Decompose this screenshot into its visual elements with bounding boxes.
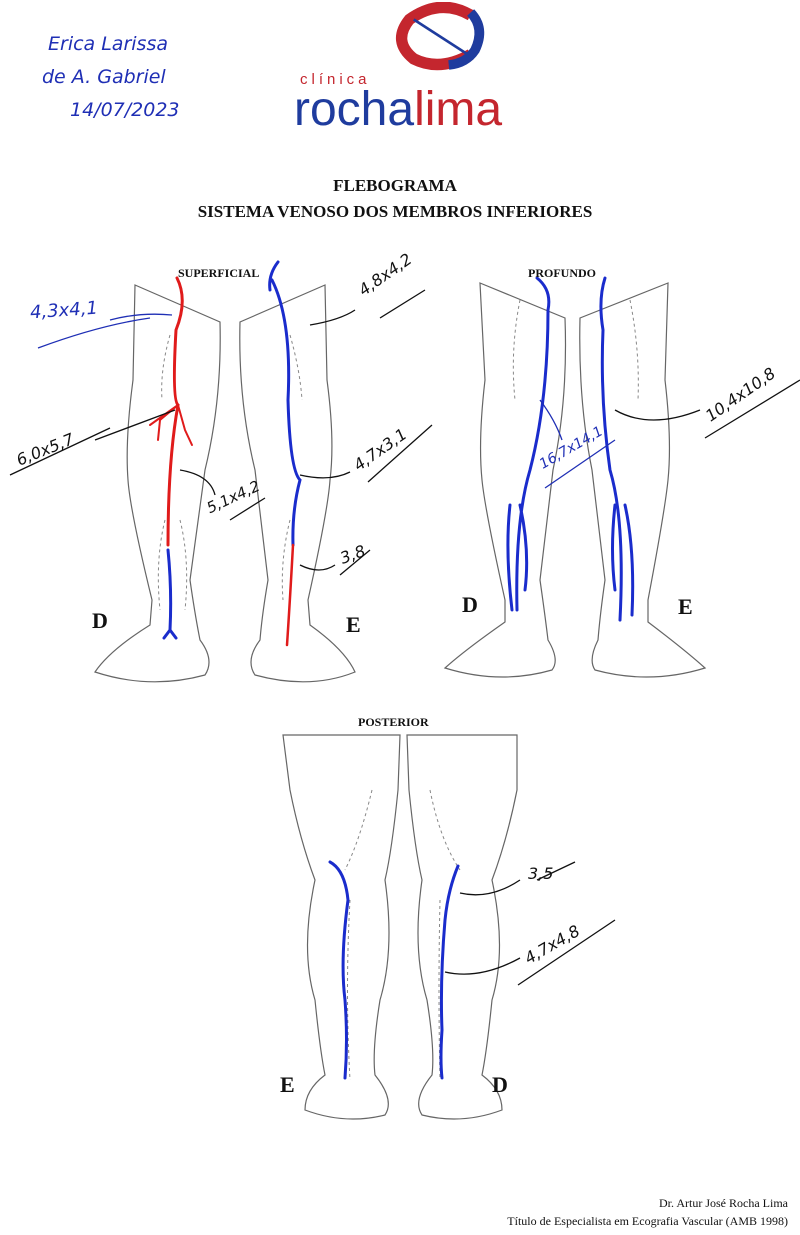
clinic-logo: clínica rochalima [290,0,560,135]
posterior-right-leg-outline [406,734,518,1120]
posterior-section-label: POSTERIOR [358,715,429,729]
measurement-label: 3,5 [528,864,554,883]
deep-section-label: PROFUNDO [528,266,596,280]
logo-brand: rochalima [294,86,502,134]
deep-right-veins [506,276,551,612]
doctor-credential: Título de Especialista em Ecografia Vasc… [507,1214,788,1228]
deep-right-leg-outline [443,282,567,678]
muscle-contour-lines [157,299,639,1081]
exam-date: 14/07/2023 [70,99,180,121]
deep-right-side-label: D [462,592,478,617]
posterior-right-ssv [439,864,460,1080]
patient-name-cont: de A. Gabriel [42,66,166,88]
doctor-name: Dr. Artur José Rocha Lima [659,1196,788,1210]
superficial-right-side-label: D [92,608,108,633]
document-subtitle: SISTEMA VENOSO DOS MEMBROS INFERIORES [197,202,593,221]
superficial-section-label: SUPERFICIAL [178,266,260,280]
superficial-left-side-label: E [346,612,361,637]
superficial-right-gsv-reflux [166,276,184,547]
handwritten-patient-note: Erica Larissa de A. Gabriel 14/07/2023 [40,28,180,127]
deep-left-side-label: E [678,594,693,619]
posterior-left-leg-outline [282,734,401,1120]
logo-brand-rocha: rocha [294,83,415,136]
superficial-left-leg-outline [239,284,356,683]
leg-outlines [94,282,707,1120]
logo-small-text: clínica [300,71,371,88]
deep-left-leg-outline [579,282,707,678]
superficial-right-leg-outline [94,284,221,683]
superficial-right-gsv-distal [162,548,178,640]
superficial-left-gsv-reflux [285,543,295,647]
measurement-arrows [9,289,800,986]
logo-emblem-icon [396,2,485,71]
deep-left-veins [599,276,635,622]
logo-brand-lima: lima [414,83,503,136]
posterior-left-ssv [328,860,350,1080]
document-title: FLEBOGRAMA [333,176,457,195]
superficial-right-perforator-reflux [149,404,193,446]
patient-name: Erica Larissa [48,33,168,55]
posterior-right-side-label: D [492,1072,508,1097]
superficial-left-gsv [268,260,302,547]
posterior-left-side-label: E [280,1072,295,1097]
veins [149,260,635,1080]
